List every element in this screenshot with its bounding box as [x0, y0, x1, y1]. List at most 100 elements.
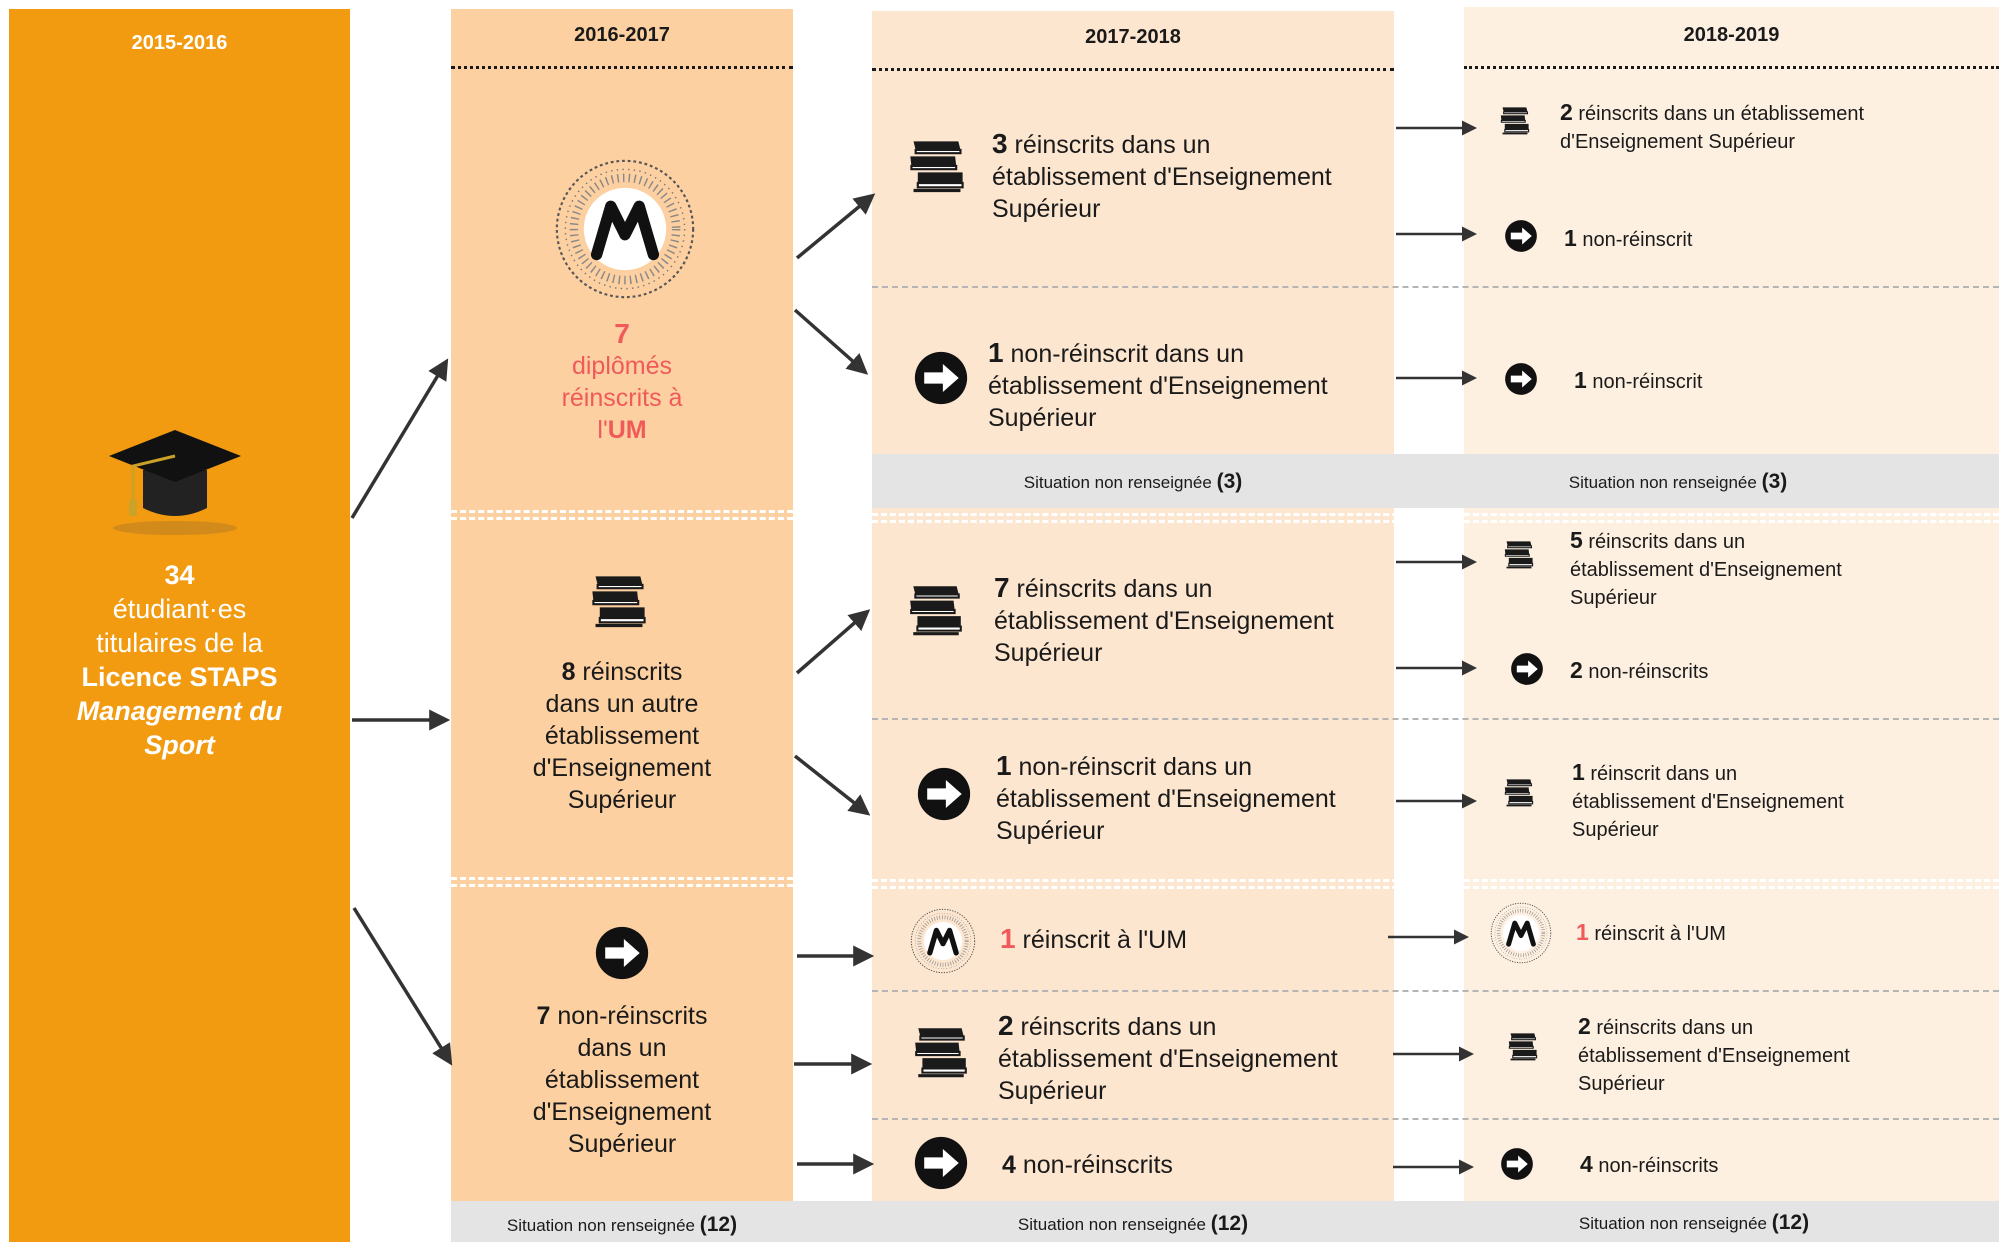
col4-h-text: 2 réinscrits dans un établissement d'Ens… [1578, 1012, 1850, 1098]
start-count: 34 [164, 560, 195, 590]
col3-b-text: 1 non-réinscrit dans un établissement d'… [988, 337, 1328, 434]
col2-um-count: 7 [614, 318, 630, 349]
col3-f-text: 2 réinscrits dans un établissement d'Ens… [998, 1010, 1338, 1107]
col4-f-count: 1 [1572, 759, 1585, 785]
col3-d-text: 1 non-réinscrit dans un établissement d'… [996, 750, 1336, 847]
col2-non-text: 7 non-réinscrits dans un établissement d… [451, 1000, 793, 1160]
year-header-2016-2017: 2016-2017 [574, 24, 670, 46]
col3-a-count: 3 [992, 128, 1008, 159]
col4-h-count: 2 [1578, 1013, 1591, 1039]
col2-non-line: non-réinscrits [557, 1002, 708, 1030]
col4-b-text: 1 non-réinscrit [1564, 224, 1692, 254]
row-divider [872, 286, 1999, 288]
col4-a-count: 2 [1560, 99, 1573, 125]
col4-f-text: 1 réinscrit dans un établissement d'Ense… [1572, 758, 1844, 844]
col4-e-line: non-réinscrits [1588, 661, 1709, 683]
col3-unknown-status-bottom: Situation non renseignée (12) [872, 1212, 1394, 1236]
col2-um-line: diplômés [571, 352, 673, 380]
col4-c-count: 1 [1574, 367, 1587, 393]
col3-a-line: réinscrits dans un [1014, 131, 1211, 159]
col2-unknown-status: Situation non renseignée (12) [451, 1213, 793, 1237]
status-count: (12) [699, 1213, 738, 1236]
col3-e-text: 1 réinscrit à l'UM [1000, 923, 1187, 956]
col3-f-line: réinscrits dans un [1020, 1013, 1217, 1041]
col4-c-line: non-réinscrit [1592, 371, 1703, 393]
col3-b-count: 1 [988, 337, 1004, 368]
flow-arrow [795, 193, 876, 260]
col4-g-count: 1 [1576, 919, 1589, 945]
col3-a-line: Supérieur [992, 195, 1101, 223]
col2-non-line: d'Enseignement [532, 1098, 712, 1126]
start-cohort-text: 34 étudiant·es titulaires de la Licence … [9, 558, 350, 762]
col4-h-line: établissement d'Enseignement [1578, 1045, 1850, 1067]
col3-g-text: 4 non-réinscrits [1002, 1149, 1173, 1181]
row-divider [451, 517, 793, 520]
header-divider [1464, 66, 1999, 69]
col3-c-text: 7 réinscrits dans un établissement d'Ens… [994, 572, 1334, 669]
col4-a-line: d'Enseignement Supérieur [1560, 131, 1796, 153]
col3-c-count: 7 [994, 572, 1010, 603]
row-divider [872, 513, 1999, 516]
col3-c-line: établissement d'Enseignement [994, 607, 1334, 635]
col3-b-line: établissement d'Enseignement [988, 372, 1328, 400]
col3-f-count: 2 [998, 1010, 1014, 1041]
col3-f-line: établissement d'Enseignement [998, 1045, 1338, 1073]
start-line: Management du [76, 696, 283, 726]
year-header-2018-2019: 2018-2019 [1683, 24, 1780, 46]
row-divider [872, 1118, 1999, 1120]
flow-arrow [795, 609, 871, 675]
row-divider [451, 877, 793, 880]
col3-e-count: 1 [1000, 923, 1016, 954]
col2-other-line: établissement [544, 722, 700, 750]
start-line: Licence STAPS [81, 662, 278, 692]
row-divider [872, 879, 1999, 882]
col3-d-count: 1 [996, 750, 1012, 781]
row-divider [872, 520, 1999, 523]
column-2017-2018 [872, 11, 1394, 1201]
flow-arrow [793, 754, 871, 816]
col3-g-line: non-réinscrits [1022, 1151, 1173, 1179]
col4-h-line: réinscrits dans un [1596, 1017, 1754, 1039]
start-line: étudiant·es [112, 594, 247, 624]
col2-non-line: Supérieur [567, 1130, 677, 1158]
col4-unknown-status-top: Situation non renseignée (3) [1464, 470, 1892, 494]
row-divider [872, 886, 1999, 889]
status-count: (12) [1210, 1212, 1249, 1235]
col2-other-line: Supérieur [567, 786, 677, 814]
col4-a-line: réinscrits dans un établissement [1578, 103, 1865, 125]
column-2015-2016 [9, 9, 350, 1242]
start-line: titulaires de la [96, 628, 263, 658]
row-divider [872, 990, 1999, 992]
status-count: (12) [1771, 1211, 1810, 1234]
col3-c-line: Supérieur [994, 639, 1103, 667]
year-header-2015-2016: 2015-2016 [131, 32, 228, 54]
col4-e-text: 2 non-réinscrits [1570, 656, 1708, 686]
row-divider [451, 510, 793, 513]
col4-i-text: 4 non-réinscrits [1580, 1150, 1718, 1180]
flow-arrow [350, 358, 449, 519]
status-count: (3) [1216, 470, 1243, 493]
col2-non-line: dans un [577, 1034, 667, 1062]
column-2018-2019 [1464, 7, 1999, 1201]
status-label: Situation non renseignée [1017, 1215, 1206, 1234]
col4-d-line: Supérieur [1570, 587, 1657, 609]
row-divider [872, 718, 1999, 720]
col4-e-count: 2 [1570, 657, 1583, 683]
col3-f-line: Supérieur [998, 1077, 1107, 1105]
col4-c-text: 1 non-réinscrit [1574, 366, 1702, 396]
col2-other-count: 8 [561, 658, 576, 686]
status-label: Situation non renseignée [1568, 473, 1757, 492]
col4-d-text: 5 réinscrits dans un établissement d'Ens… [1570, 526, 1842, 612]
col3-b-line: non-réinscrit dans un [1010, 340, 1244, 368]
year-header-2017-2018: 2017-2018 [1085, 26, 1181, 48]
col4-d-line: réinscrits dans un [1588, 531, 1746, 553]
col3-unknown-status-top: Situation non renseignée (3) [872, 470, 1394, 494]
col4-b-count: 1 [1564, 225, 1577, 251]
header-divider [451, 66, 793, 69]
col4-i-count: 4 [1580, 1151, 1593, 1177]
col2-other-line: réinscrits [582, 658, 683, 686]
col2-um-text: 7 diplômés réinscrits à l'UM [451, 318, 793, 446]
status-band-bottom [451, 1201, 1999, 1242]
col3-d-line: Supérieur [996, 817, 1105, 845]
col2-um-line-bold: UM [607, 416, 647, 444]
